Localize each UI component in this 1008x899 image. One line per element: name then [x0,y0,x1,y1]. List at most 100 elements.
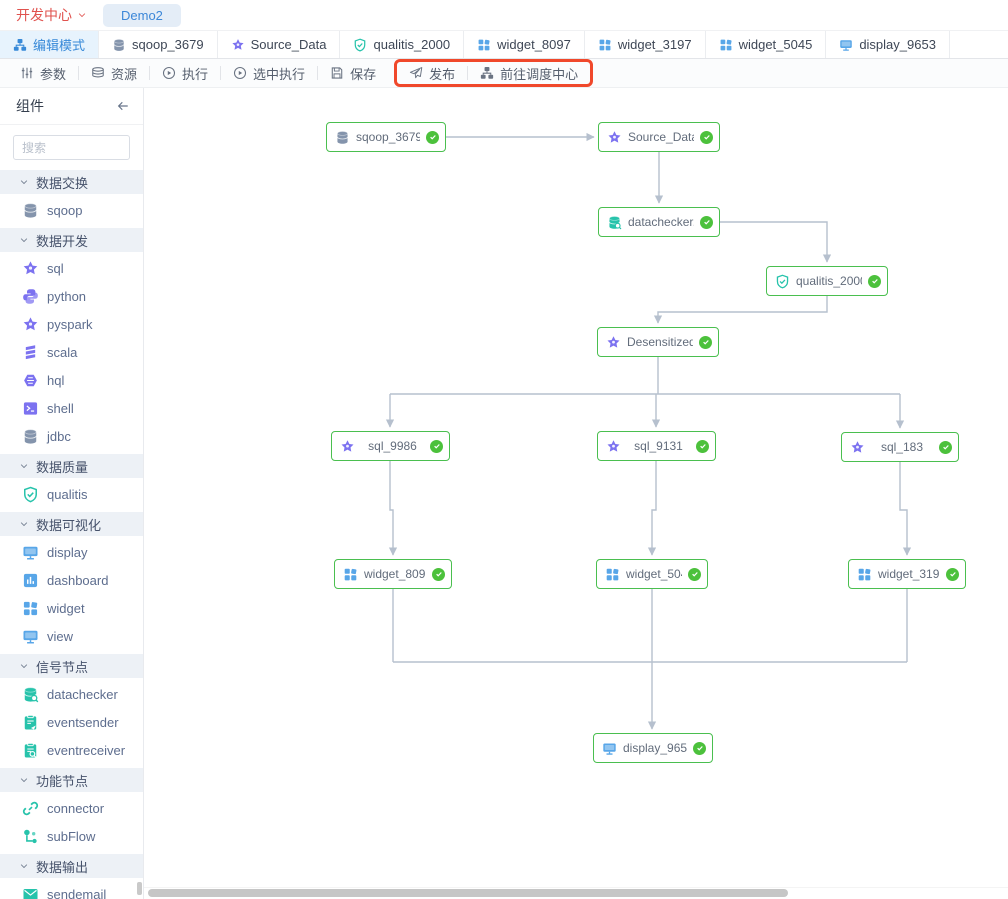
toolbar-button-label: 参数 [40,66,67,82]
workflow-canvas[interactable]: sqoop_3679 Source_Data datachecker... quali… [144,88,1008,899]
workflow-node-display_9653[interactable]: display_9653 [593,733,713,763]
sidebar-item-pyspark[interactable]: pyspark [0,310,143,338]
success-badge [700,130,713,144]
toolbar-button-前往调度中心[interactable]: 前往调度中心 [468,64,590,83]
workflow-node-Desensitized[interactable]: Desensitized... [597,327,719,357]
toolbar-button-发布[interactable]: 发布 [397,64,467,83]
sidebar-item-jdbc[interactable]: jdbc [0,422,143,450]
save-icon [331,67,343,79]
tab-widget_8097[interactable]: widget_8097 [464,31,585,58]
sidebar-title: 组件 [16,98,44,114]
star-icon [608,130,621,143]
sidebar-item-view[interactable]: view [0,622,143,650]
sidebar-section-数据可视化[interactable]: 数据可视化 [0,512,143,536]
sidebar-section-信号节点[interactable]: 信号节点 [0,654,143,678]
sidebar-item-sqoop[interactable]: sqoop [0,196,143,224]
workflow-node-sql_9986[interactable]: sql_9986 [331,431,450,461]
workflow-node-sql_9131[interactable]: sql_9131 [597,431,716,461]
sidebar-item-eventreceiver[interactable]: eventreceiver [0,736,143,764]
sidebar-item-hql[interactable]: hql [0,366,143,394]
python-icon [23,288,38,304]
edge [647,461,657,556]
sidebar-section-数据质量[interactable]: 数据质量 [0,454,143,478]
tab-sqoop_3679[interactable]: sqoop_3679 [99,31,218,58]
caret-down-icon [78,13,86,18]
play-circle-icon [162,66,176,80]
tab-Source_Data[interactable]: Source_Data [218,31,341,58]
sidebar-section-数据交换[interactable]: 数据交换 [0,170,143,194]
node-label: sql_9131 [634,439,683,453]
success-badge [432,567,445,581]
workflow-node-qualitis_2000[interactable]: qualitis_2000 [766,266,888,296]
scala-icon [25,344,36,359]
search-input[interactable] [13,135,130,160]
tab-widget_3197[interactable]: widget_3197 [585,31,706,58]
toolbar-button-参数[interactable]: 参数 [8,64,78,83]
sidebar-item-widget[interactable]: widget [0,594,143,622]
send-icon [409,67,423,79]
success-badge [939,440,952,454]
toolbar-divider [220,66,222,80]
workflow-node-sql_183[interactable]: sql_183 [841,432,959,462]
success-badge [430,439,443,453]
monitor-icon [603,742,616,755]
sidebar-item-sendemail[interactable]: sendemail [0,880,143,899]
tab-widget_5045[interactable]: widget_5045 [706,31,827,58]
toolbar-divider [317,66,319,80]
toolbar-button-保存[interactable]: 保存 [318,64,388,83]
success-badge [693,741,706,755]
sidebar-section-功能节点[interactable]: 功能节点 [0,768,143,792]
horizontal-scrollbar-thumb[interactable] [148,889,788,897]
toolbar-button-label: 执行 [182,66,209,82]
toolbar-button-执行[interactable]: 执行 [150,64,220,83]
chevron-down-icon [20,180,28,185]
tab-qualitis_2000[interactable]: qualitis_2000 [340,31,465,58]
tab-编辑模式[interactable]: 编辑模式 [0,31,100,58]
sidebar-item-scala[interactable]: scala [0,338,143,366]
chevron-down-icon [20,522,28,527]
tab-display_9653[interactable]: display_9653 [826,31,950,58]
sidebar-item-eventsender[interactable]: eventsender [0,708,143,736]
monitor-icon [23,546,38,560]
workflow-node-datachecker[interactable]: datachecker... [598,207,720,237]
sidebar-item-sql[interactable]: sql [0,254,143,282]
sidebar-item-datachecker[interactable]: datachecker [0,680,143,708]
workspace-switcher[interactable]: 开发中心 [16,5,87,25]
collapse-sidebar-button[interactable] [116,99,130,113]
envelope-icon [23,888,38,899]
workflow-node-widget_5045[interactable]: widget_5045 [596,559,708,589]
node-label: sqoop_3679 [356,130,420,144]
star-icon [607,335,620,348]
tab-label: 编辑模式 [33,38,86,53]
workflow-node-Source_Data[interactable]: Source_Data [598,122,720,152]
org-chart-icon [480,67,494,79]
sidebar-section-数据开发[interactable]: 数据开发 [0,228,143,252]
flow-tab-demo2[interactable]: Demo2 [103,3,181,27]
workflow-node-widget_8097[interactable]: widget_8097 [334,559,452,589]
node-label: Desensitized... [627,335,693,349]
sidebar-item-connector[interactable]: connector [0,794,143,822]
workflow-node-widget_3197[interactable]: widget_3197 [848,559,966,589]
sidebar-item-subFlow[interactable]: subFlow [0,822,143,850]
sidebar-item-label: dashboard [47,572,109,588]
sidebar-item-label: datachecker [47,686,118,702]
sidebar-item-label: subFlow [47,828,96,844]
sidebar-item-label: sql [47,260,64,276]
node-label: sql_183 [880,440,924,454]
sidebar-vertical-scrollbar[interactable] [137,882,142,895]
monitor-icon [840,39,853,51]
toolbar-button-资源[interactable]: 资源 [79,64,149,83]
tab-label: display_9653 [859,37,936,52]
collapse-left-icon [117,101,128,111]
sidebar-item-dashboard[interactable]: dashboard [0,566,143,594]
layers-icon [92,67,104,78]
sidebar-item-qualitis[interactable]: qualitis [0,480,143,508]
widget-grid-icon [23,601,38,615]
sidebar-item-python[interactable]: python [0,282,143,310]
sidebar-item-shell[interactable]: shell [0,394,143,422]
sidebar-item-display[interactable]: display [0,538,143,566]
toolbar-button-选中执行[interactable]: 选中执行 [221,64,317,83]
sidebar-section-数据输出[interactable]: 数据输出 [0,854,143,878]
workflow-node-sqoop_3679[interactable]: sqoop_3679 [326,122,446,152]
